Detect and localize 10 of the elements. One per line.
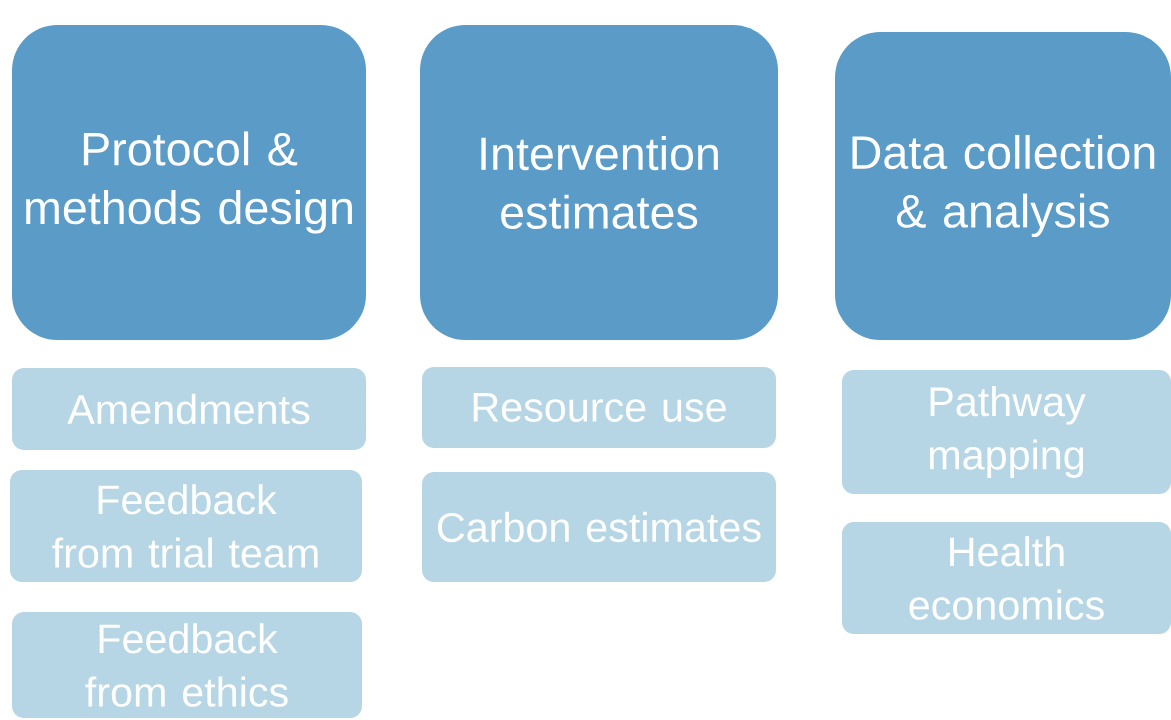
task-box: Feedback from ethics <box>12 612 362 718</box>
task-box: Health economics <box>841 522 1171 634</box>
task-box: Feedback from trial team <box>10 470 362 582</box>
task-box: Pathway mapping <box>841 370 1171 494</box>
stage-box: Data collection & analysis <box>835 32 1171 340</box>
stage-box: Protocol & methods design <box>12 25 366 340</box>
stage-box: Intervention estimates <box>420 25 778 340</box>
task-box: Amendments <box>12 368 366 450</box>
task-box: Carbon estimates <box>422 472 776 582</box>
task-box: Resource use <box>422 366 776 449</box>
